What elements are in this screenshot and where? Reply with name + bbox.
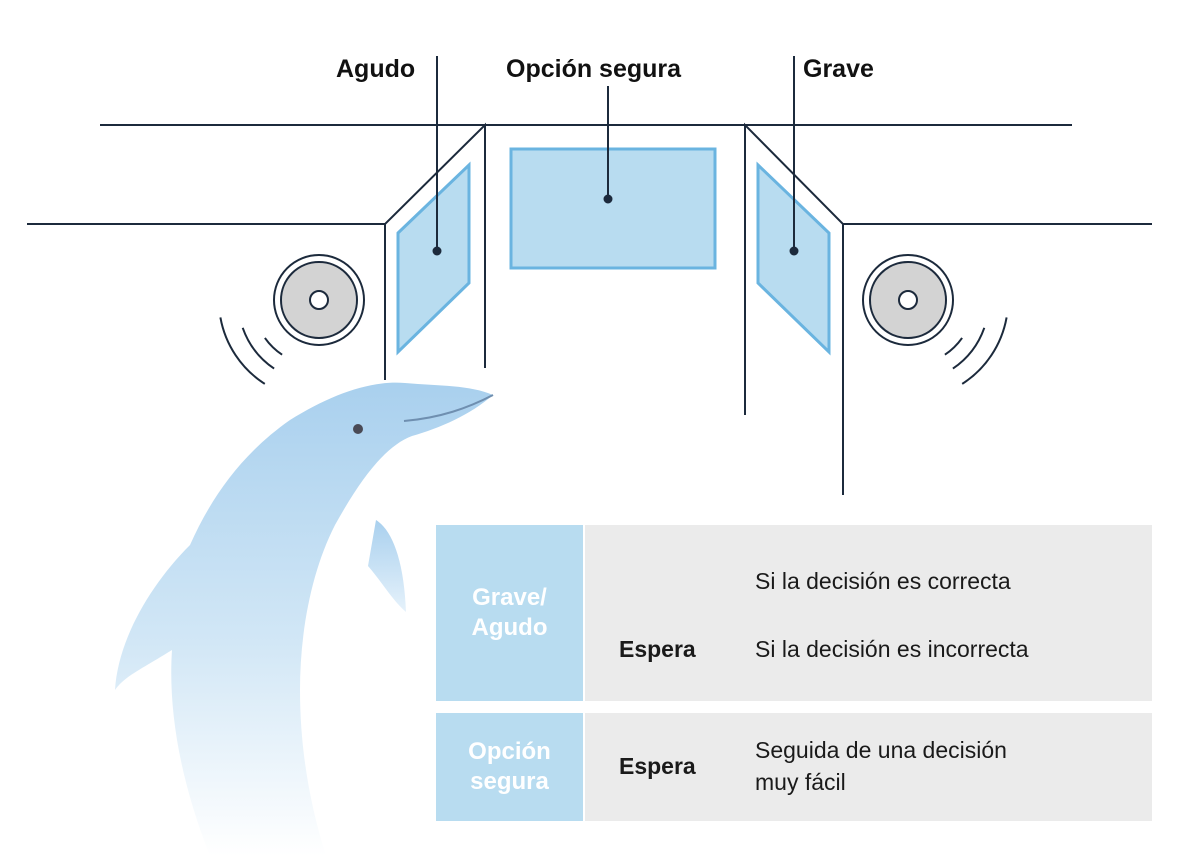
right-speaker-icon bbox=[862, 254, 1008, 385]
row-body-safe-option: Espera Seguida de una decisión muy fácil bbox=[585, 713, 1152, 821]
low-label: Grave bbox=[803, 55, 874, 83]
leader-lines bbox=[432, 56, 799, 256]
row-header-safe-option-text: Opción segura bbox=[468, 738, 551, 795]
dolphin-icon bbox=[115, 382, 494, 856]
high-label: Agudo bbox=[336, 55, 416, 83]
incorrect-outcome-text: Si la decisión es incorrecta bbox=[755, 636, 1029, 662]
low-panel bbox=[756, 161, 831, 356]
row-header-safe-option: Opción segura bbox=[436, 713, 583, 821]
correct-outcome-text: Si la decisión es correcta bbox=[755, 568, 1011, 594]
row-body-high-low: Si la decisión es correcta Espera Si la … bbox=[585, 525, 1152, 701]
row-header-high-low-text: Grave/ Agudo bbox=[471, 584, 548, 641]
wait-label: Espera bbox=[619, 753, 696, 779]
safe-option-note: Seguida de una decisión muy fácil bbox=[755, 737, 1007, 796]
high-panel bbox=[396, 161, 471, 356]
wait-label: Espera bbox=[619, 636, 696, 662]
table-row-safe-option: Opción segura Espera Seguida de una deci… bbox=[436, 713, 1152, 821]
safe-option-label: Opción segura bbox=[506, 55, 682, 83]
safe-panel bbox=[509, 147, 717, 270]
table-row-high-low: Grave/ Agudo Si la decisión es correcta … bbox=[436, 525, 1152, 701]
row-header-high-low: Grave/ Agudo bbox=[436, 525, 583, 701]
left-speaker-icon bbox=[219, 254, 365, 385]
